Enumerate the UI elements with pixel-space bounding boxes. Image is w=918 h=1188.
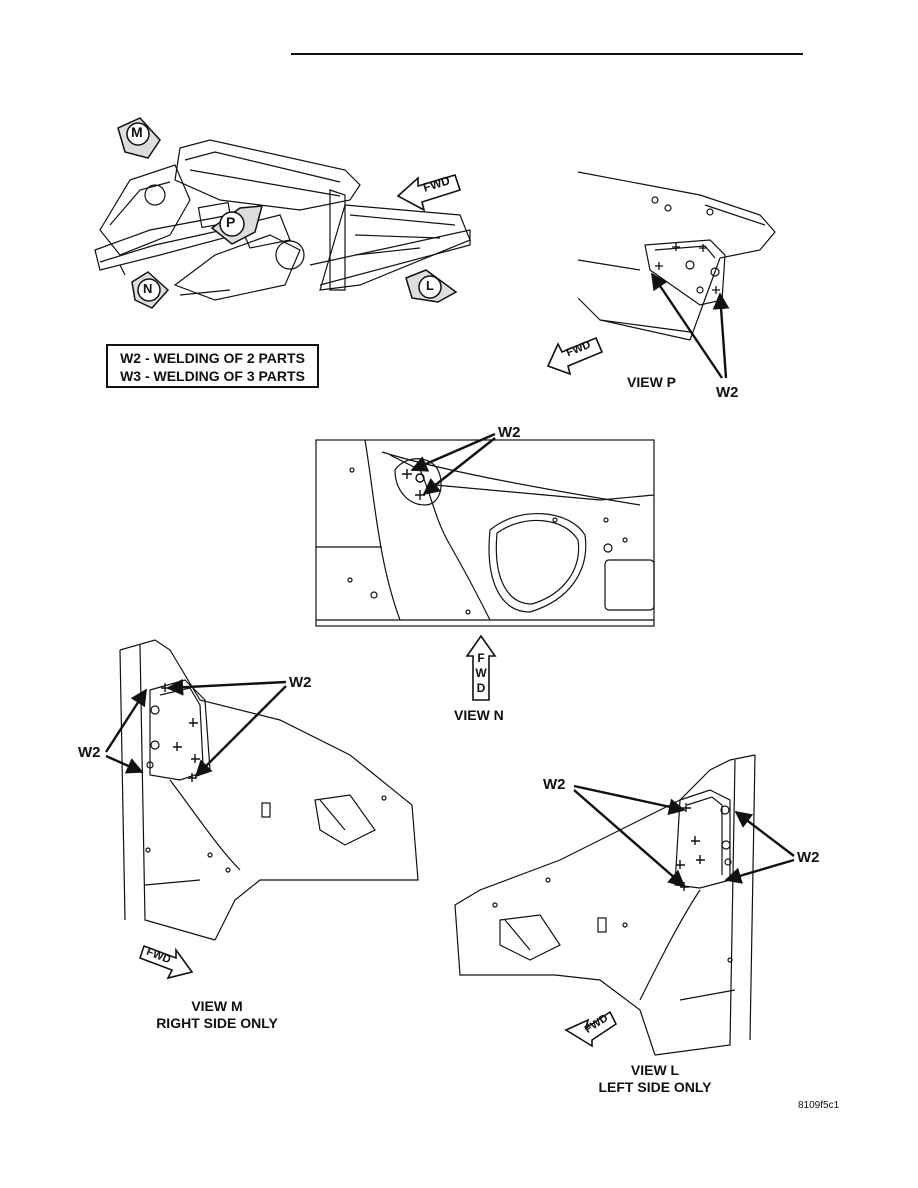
legend-w3: W3 - WELDING OF 3 PARTS <box>120 368 305 384</box>
view-m-callout-icon <box>117 117 161 159</box>
view-m-weld-label-left: W2 <box>78 744 101 761</box>
view-l-fwd-arrow-icon <box>564 1010 618 1048</box>
view-m-leader-arrow-icon <box>104 678 287 778</box>
view-l-caption: VIEW L <box>630 1062 680 1078</box>
view-l-subcaption: LEFT SIDE ONLY <box>598 1079 712 1095</box>
weld-legend: W2 - WELDING OF 2 PARTS W3 - WELDING OF … <box>106 344 319 388</box>
view-m-subcaption: RIGHT SIDE ONLY <box>156 1015 278 1031</box>
view-p-caption: VIEW P <box>627 374 677 390</box>
view-n-weld-spot-icon <box>402 469 425 500</box>
fwd-arrow-icon <box>396 174 462 212</box>
view-n-callout-label: N <box>143 281 153 296</box>
view-p-fwd-arrow-icon <box>546 336 604 376</box>
view-n-leader-arrow-icon <box>410 432 496 496</box>
view-l-weld-spot-icon <box>676 803 705 891</box>
view-n-callout-icon <box>131 271 170 309</box>
view-n-weld-label: W2 <box>498 424 521 441</box>
view-n-fwd-letter-d: D <box>476 681 486 695</box>
figure-id: 8109f5c1 <box>798 1100 840 1111</box>
view-n-fwd-letter-f: F <box>477 651 485 665</box>
view-l-weld-label-right: W2 <box>797 849 820 866</box>
vehicle-overview <box>94 139 471 301</box>
view-p-callout-icon <box>210 205 264 245</box>
view-n-fwd-arrow-icon <box>465 634 497 701</box>
view-n-fwd-letter-w: W <box>475 666 487 680</box>
view-m-fwd-arrow-icon <box>138 944 194 980</box>
view-l-weld-label-left: W2 <box>543 776 566 793</box>
view-p-weld-spot-icon <box>655 243 720 294</box>
view-l-drawing <box>454 754 756 1056</box>
view-m-caption: VIEW M <box>191 998 243 1014</box>
view-m-weld-spot-icon <box>161 683 200 782</box>
view-m-drawing <box>119 639 419 941</box>
view-m-callout-label: M <box>131 124 143 140</box>
view-p-callout-label: P <box>226 214 236 230</box>
view-p-drawing <box>577 171 776 341</box>
view-l-callout-icon <box>405 269 458 303</box>
view-p-leader-arrow-icon <box>651 272 730 379</box>
view-m-weld-label-right: W2 <box>289 674 312 691</box>
view-l-leader-arrow-icon <box>573 784 795 888</box>
view-l-callout-label: L <box>426 278 434 293</box>
view-n-caption: VIEW N <box>454 707 504 723</box>
view-n-drawing <box>315 439 655 627</box>
legend-w2: W2 - WELDING OF 2 PARTS <box>120 350 305 366</box>
view-p-weld-label: W2 <box>716 384 739 401</box>
